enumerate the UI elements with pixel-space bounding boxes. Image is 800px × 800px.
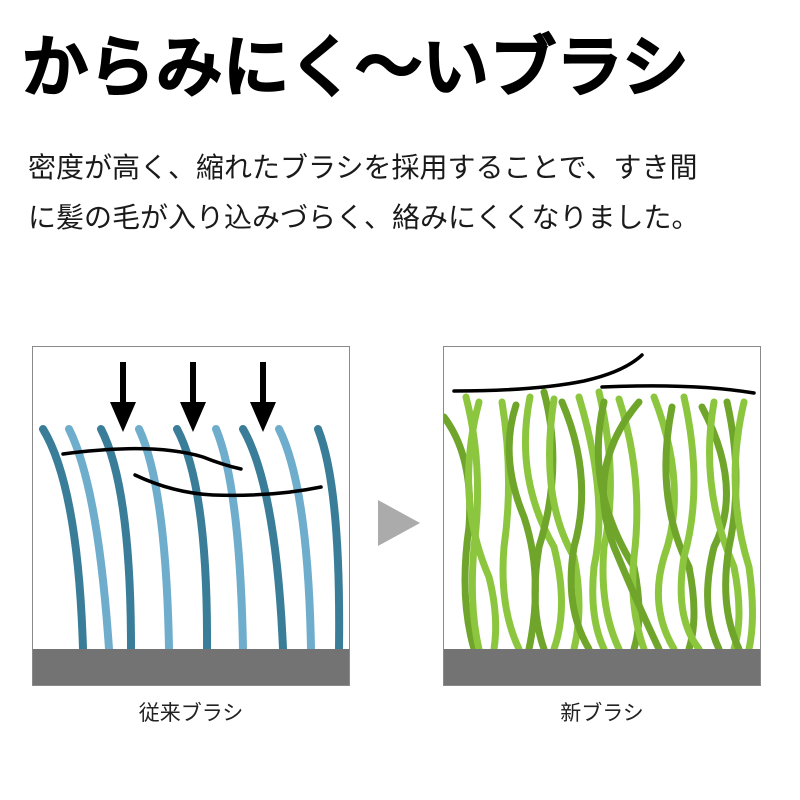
brush-base: [33, 649, 349, 685]
brush-base: [444, 649, 760, 685]
old-brush-diagram: [33, 362, 349, 685]
description-line-2: に髪の毛が入り込みづらく、絡みにくくなりました。: [28, 201, 700, 234]
headline: からみにく～いブラシ: [21, 28, 690, 107]
triangle-right-icon: [378, 500, 420, 546]
old-brush-illustration: [32, 346, 350, 686]
old-brush-caption: 従来ブラシ: [138, 701, 244, 725]
description: 密度が高く、縮れたブラシを採用することで、すき間 に髪の毛が入り込みづらく、絡み…: [28, 143, 788, 243]
new-brush-diagram: [444, 353, 760, 685]
new-brush-caption: 新ブラシ: [560, 701, 644, 725]
description-line-1: 密度が高く、縮れたブラシを採用することで、すき間: [28, 151, 698, 184]
pressure-arrows: [110, 362, 276, 432]
new-brush-illustration: [443, 346, 761, 686]
